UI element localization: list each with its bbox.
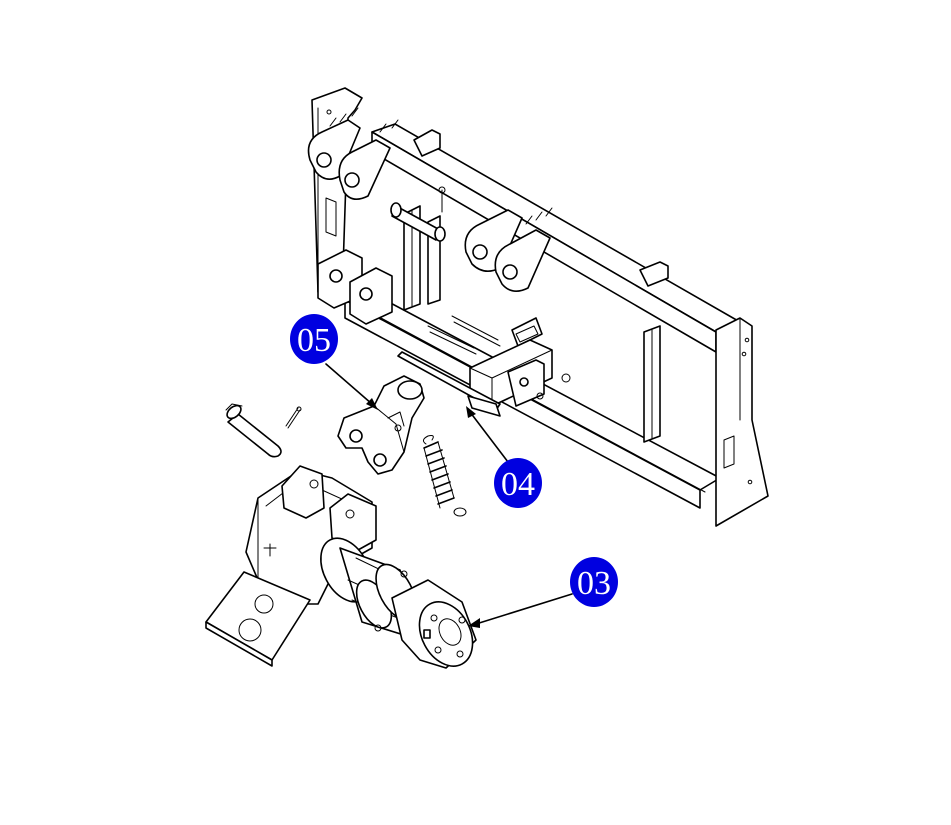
hydraulic-drive	[205, 465, 477, 669]
callout-05: 05	[290, 314, 338, 364]
leader-lines	[325, 363, 573, 628]
callout-04: 04	[494, 458, 542, 508]
callout-05-label: 05	[297, 322, 331, 359]
callout-04-label: 04	[501, 466, 535, 503]
carrier-frame	[307, 87, 769, 527]
callout-03-label: 03	[577, 565, 611, 602]
callout-03: 03	[570, 557, 618, 607]
latch-bracket	[337, 375, 425, 475]
spring	[422, 435, 467, 517]
pins	[225, 403, 302, 458]
